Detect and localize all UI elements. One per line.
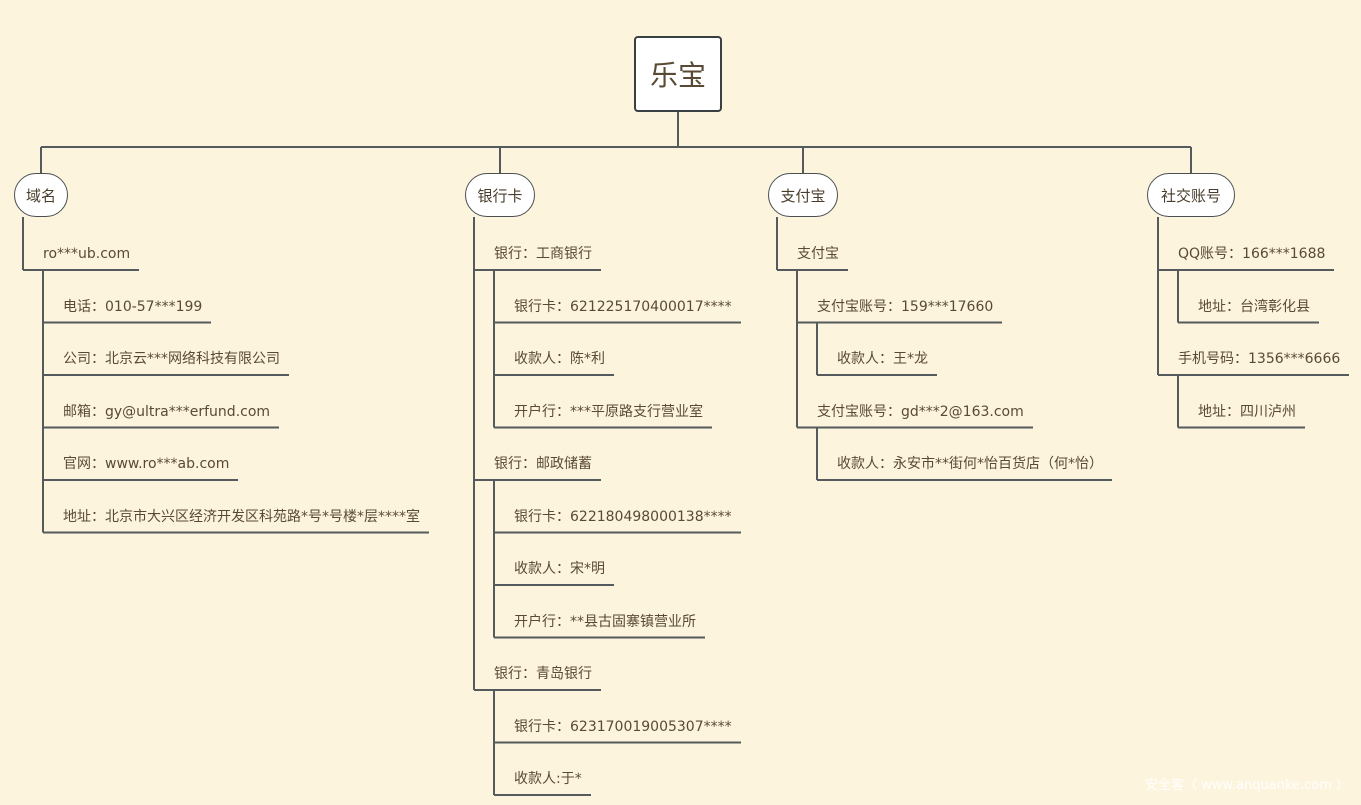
node-level-2: 电话：010-57***199 — [63, 298, 203, 315]
node-level-3: 收款人：永安市**街何*怡百货店（何*怡） — [837, 456, 1103, 472]
node-level-2: 地址：台湾彰化县 — [1198, 298, 1310, 315]
node-level-1: 银行：邮政储蓄 — [494, 456, 592, 472]
node-level-1: 银行：青岛银行 — [494, 666, 592, 682]
root-node: 乐宝 — [634, 36, 722, 112]
node-level-1: 手机号码：1356***6666 — [1178, 351, 1341, 367]
node-level-2: 支付宝账号：gd***2@163.com — [817, 403, 1024, 420]
node-level-1: 银行：工商银行 — [494, 246, 592, 262]
node-level-2: 银行卡：621225170400017**** — [514, 298, 732, 315]
node-level-2: 收款人:于* — [514, 771, 582, 787]
node-level-2: 地址：北京市大兴区经济开发区科苑路*号*号楼*层****室 — [63, 508, 420, 525]
branch-node: 支付宝 — [768, 173, 838, 217]
branch-node: 银行卡 — [465, 173, 535, 217]
node-level-2: 收款人：陈*利 — [514, 351, 605, 367]
node-level-2: 开户行：***平原路支行营业室 — [514, 403, 703, 420]
node-level-2: 邮箱：gy@ultra***erfund.com — [63, 403, 271, 420]
node-level-2: 支付宝账号：159***17660 — [817, 298, 994, 315]
node-level-1: 支付宝 — [797, 246, 839, 262]
node-level-2: 银行卡：622180498000138**** — [514, 508, 732, 525]
node-level-2: 开户行：**县古固寨镇营业所 — [514, 613, 696, 630]
node-level-1: ro***ub.com — [43, 246, 131, 262]
node-level-2: 公司：北京云***网络科技有限公司 — [63, 351, 280, 367]
node-level-2: 地址：四川泸州 — [1198, 403, 1296, 420]
node-level-2: 收款人：宋*明 — [514, 561, 605, 577]
node-level-1: QQ账号：166***1688 — [1178, 246, 1326, 262]
node-level-2: 官网：www.ro***ab.com — [63, 456, 230, 472]
watermark: 安全客（ www.anquanke.com ） — [1145, 778, 1349, 793]
branch-node: 社交账号 — [1147, 173, 1235, 217]
node-level-3: 收款人：王*龙 — [837, 351, 928, 367]
branch-node: 域名 — [14, 173, 68, 217]
node-level-2: 银行卡：623170019005307**** — [514, 718, 732, 735]
